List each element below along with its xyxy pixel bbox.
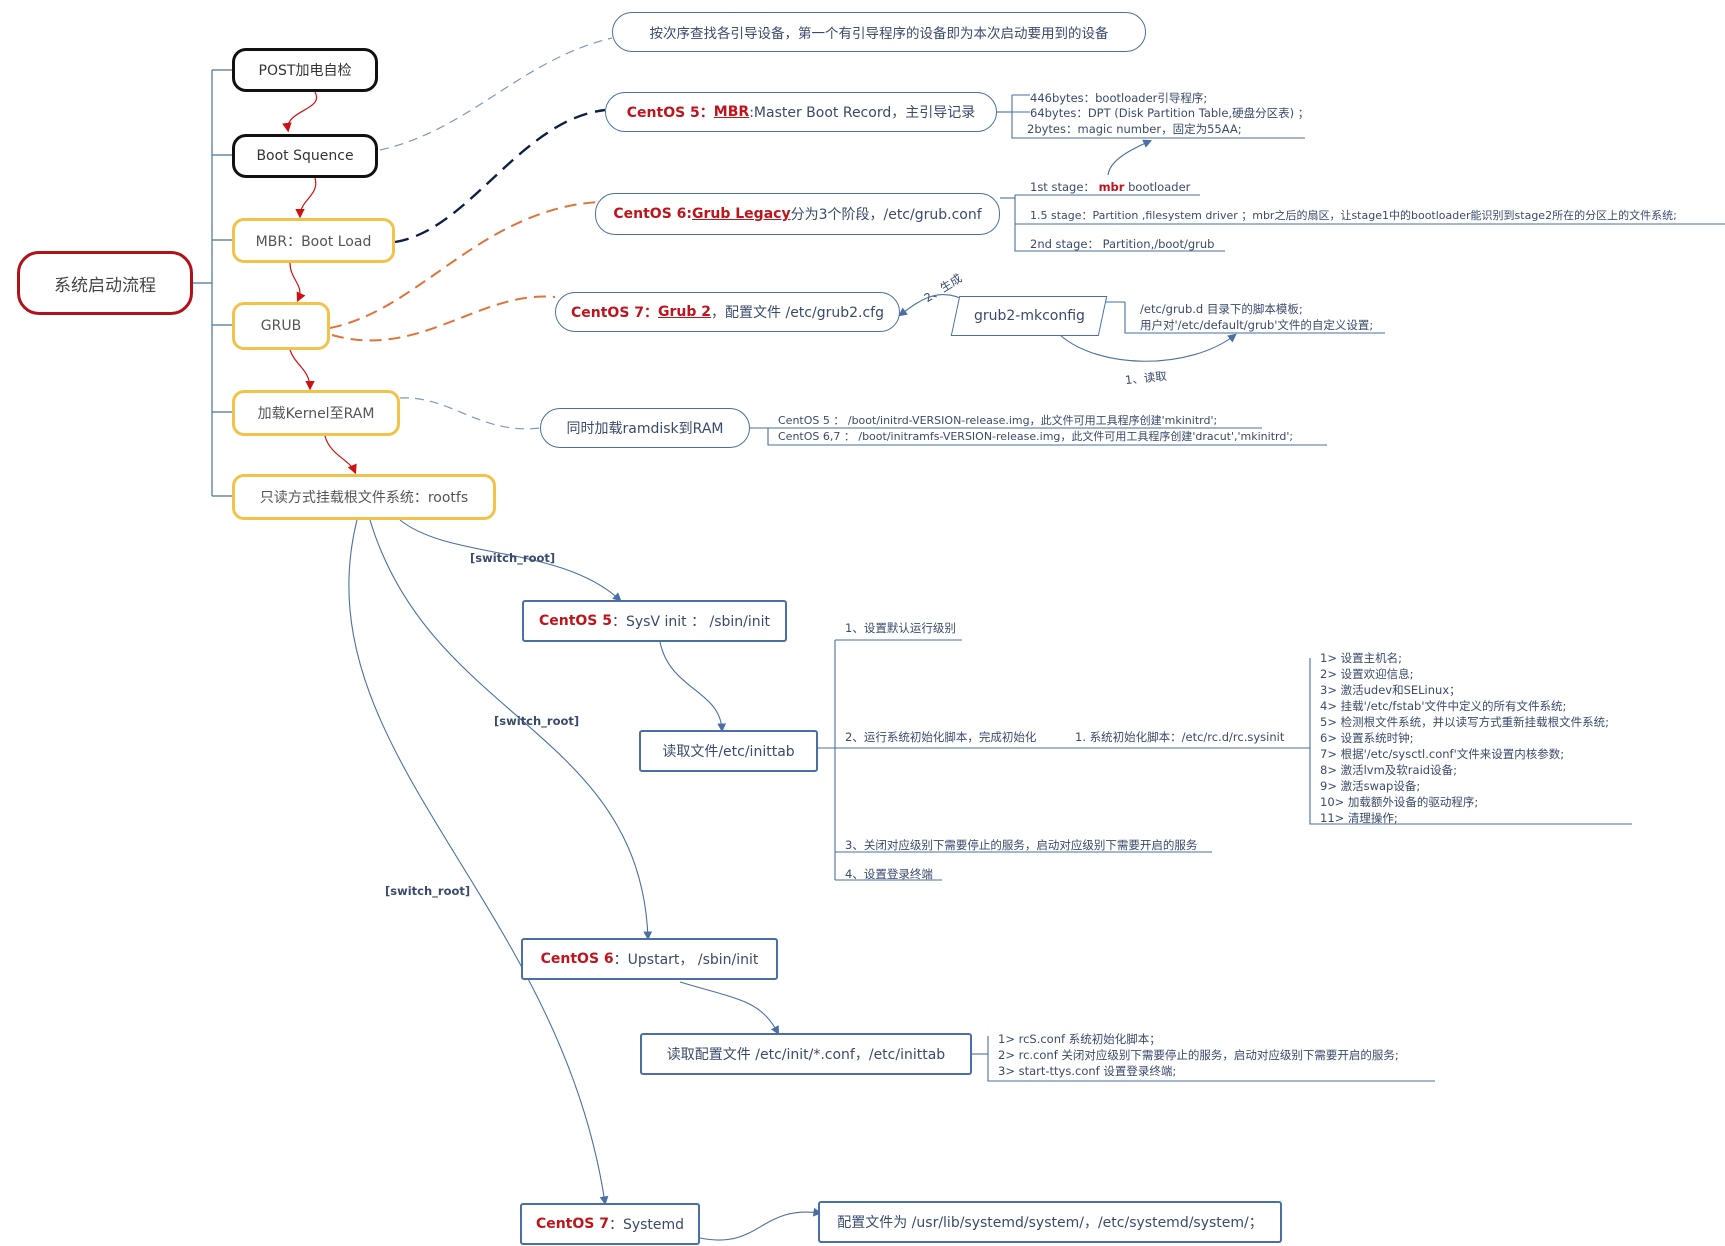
grub2-prefix: CentOS 7： <box>571 305 659 321</box>
grub-stage-1-5: 1.5 stage：Partition ,filesystem driver ；… <box>1030 209 1677 222</box>
grub-legacy-node[interactable]: CentOS 6: Grub Legacy 分为3个阶段，/etc/grub.c… <box>595 193 1000 235</box>
sysinit-step: 5> 检测根文件系统，并以读写方式重新挂载根文件系统; <box>1320 715 1609 729</box>
dashed-links <box>379 37 613 430</box>
centos6-conf-label: 读取配置文件 /etc/init/*.conf，/etc/inittab <box>666 1047 946 1063</box>
centos7-prefix: CentOS 7 <box>535 1216 609 1232</box>
sysinit-step: 3> 激活udev和SELinux； <box>1320 683 1461 697</box>
c5-step-3: 3、关闭对应级别下需要停止的服务，启动对应级别下需要开启的服务 <box>845 838 1198 852</box>
switch-root-label-c6: [switch_root] <box>494 714 580 728</box>
ramdisk-node[interactable]: 同时加载ramdisk到RAM <box>540 408 750 448</box>
c6-detail-3: 3> start-ttys.conf 设置登录终端; <box>998 1064 1177 1078</box>
grub-links <box>329 201 599 342</box>
stage-post-label: POST加电自检 <box>258 63 352 79</box>
centos7-conf-node[interactable]: 配置文件为 /usr/lib/systemd/system/，/etc/syst… <box>818 1201 1282 1243</box>
centos5-prefix: CentOS 5 <box>538 613 612 629</box>
centos6-upstart-node[interactable]: CentOS 6 ：Upstart， /sbin/init <box>521 938 778 980</box>
stage-mbr[interactable]: MBR：Boot Load <box>232 218 395 263</box>
root-label: 系统启动流程 <box>54 275 156 296</box>
stage-kernel[interactable]: 加载Kernel至RAM <box>232 390 400 436</box>
stage-grub[interactable]: GRUB <box>232 302 330 350</box>
stage-kernel-label: 加载Kernel至RAM <box>257 406 375 422</box>
ramdisk-detail-2: CentOS 6,7 ： /boot/initramfs-VERSION-rel… <box>778 430 1294 443</box>
c5-step-2: 2、运行系统初始化脚本，完成初始化 <box>845 730 1037 744</box>
mbr-node-key: MBR <box>713 104 750 120</box>
c6-detail-2: 2> rc.conf 关闭对应级别下需要停止的服务，启动对应级别下需要开启的服务… <box>998 1048 1399 1062</box>
mbr-node-prefix: CentOS 5： <box>626 105 714 121</box>
root-node[interactable]: 系统启动流程 <box>17 251 193 315</box>
centos5-inittab-node[interactable]: 读取文件/etc/inittab <box>639 730 818 772</box>
mkconfig-input-2: 用户对'/etc/default/grub'文件的自定义设置; <box>1140 318 1374 332</box>
stage-post[interactable]: POST加电自检 <box>232 48 378 92</box>
stage-grub-label: GRUB <box>260 318 302 334</box>
sysinit-step: 1> 设置主机名; <box>1320 651 1402 665</box>
c5-step-1: 1、设置默认运行级别 <box>845 621 956 635</box>
detail-brackets <box>750 94 1725 1082</box>
sysinit-step: 6> 设置系统时钟; <box>1320 731 1414 745</box>
mbr-node[interactable]: CentOS 5： MBR :Master Boot Record，主引导记录 <box>605 92 997 132</box>
mkconfig-input-1: /etc/grub.d 目录下的脚本模板; <box>1140 302 1303 316</box>
ramdisk-label: 同时加载ramdisk到RAM <box>566 421 724 437</box>
sequence-arrows <box>282 91 357 475</box>
sysinit-step: 10> 加载额外设备的驱动程序; <box>1320 795 1479 809</box>
stage-boot-sequence-label: Boot Squence <box>256 148 354 164</box>
grub-stage-1: 1st stage： mbr bootloader <box>1030 179 1190 195</box>
grub2-key: Grub 2 <box>658 304 712 320</box>
mbr-link <box>394 108 606 244</box>
grub-legacy-key: Grub Legacy <box>692 206 791 222</box>
switch-root-label-c5: [switch_root] <box>470 551 556 565</box>
stage-rootfs[interactable]: 只读方式挂载根文件系统：rootfs <box>232 474 496 520</box>
centos7-conf-label: 配置文件为 /usr/lib/systemd/system/，/etc/syst… <box>837 1215 1263 1231</box>
centos5-inittab-label: 读取文件/etc/inittab <box>662 744 795 760</box>
c6-detail-1: 1> rcS.conf 系统初始化脚本； <box>998 1032 1161 1046</box>
mbr-node-rest: :Master Boot Record，主引导记录 <box>749 105 976 121</box>
boot-sequence-note[interactable]: 按次序查找各引导设备，第一个有引导程序的设备即为本次启动要用到的设备 <box>612 12 1146 52</box>
sysinit-step: 11> 清理操作; <box>1320 811 1398 825</box>
stage-mbr-label: MBR：Boot Load <box>255 233 372 250</box>
switch-root-links <box>348 519 823 1241</box>
centos6-conf-node[interactable]: 读取配置文件 /etc/init/*.conf，/etc/inittab <box>640 1033 972 1075</box>
mbr-detail-2: 64bytes：DPT (Disk Partition Table,硬盘分区表)… <box>1030 106 1310 120</box>
grub-stage-1-key: mbr <box>1098 180 1125 194</box>
sysinit-step: 8> 激活lvm及软raid设备; <box>1320 763 1457 777</box>
centos6-prefix: CentOS 6 <box>540 951 614 967</box>
centos5-sysv-node[interactable]: CentOS 5 ：SysV init ： /sbin/init <box>522 600 787 642</box>
grub2-node[interactable]: CentOS 7： Grub 2 ，配置文件 /etc/grub2.cfg <box>555 292 900 332</box>
sysinit-step: 2> 设置欢迎信息; <box>1320 667 1414 681</box>
grub-stage-2: 2nd stage： Partition,/boot/grub <box>1030 237 1215 251</box>
sysinit-step: 7> 根据'/etc/sysctl.conf'文件来设置内核参数; <box>1320 747 1565 761</box>
grub2-mkconfig-node[interactable]: grub2-mkconfig <box>950 296 1108 336</box>
stage-rootfs-label: 只读方式挂载根文件系统：rootfs <box>259 490 469 506</box>
centos7-systemd-node[interactable]: CentOS 7 ：Systemd <box>520 1203 700 1245</box>
grub2-mkconfig-label: grub2-mkconfig <box>973 308 1085 324</box>
mbr-detail-3: 2bytes：magic number，固定为55AA; <box>1027 122 1242 136</box>
centos5-rest: ：SysV init ： /sbin/init <box>611 614 771 630</box>
grub2-rest: ，配置文件 /etc/grub2.cfg <box>711 305 884 321</box>
boot-sequence-note-text: 按次序查找各引导设备，第一个有引导程序的设备即为本次启动要用到的设备 <box>649 26 1109 42</box>
grub-legacy-rest: 分为3个阶段，/etc/grub.conf <box>790 207 982 223</box>
switch-root-label-c7: [switch_root] <box>385 884 471 898</box>
sysinit-step: 9> 激活swap设备; <box>1320 779 1421 793</box>
stage-boot-sequence[interactable]: Boot Squence <box>232 134 378 178</box>
c5-step-4: 4、设置登录终端 <box>845 867 933 881</box>
centos7-rest: ：Systemd <box>608 1217 685 1233</box>
grub-stage-1-rest: bootloader <box>1124 180 1191 194</box>
c5-step-2-sub: 1. 系统初始化脚本：/etc/rc.d/rc.sysinit <box>1075 730 1285 744</box>
grub-stage-1-prefix: 1st stage： <box>1030 180 1099 194</box>
centos6-rest: ：Upstart， /sbin/init <box>613 952 759 968</box>
root-trunk <box>193 69 232 497</box>
sysinit-step: 4> 挂载'/etc/fstab'文件中定义的所有文件系统; <box>1320 699 1567 713</box>
mbr-detail-1: 446bytes：bootloader引导程序; <box>1030 91 1208 105</box>
ramdisk-detail-1: CentOS 5 ： /boot/initrd-VERSION-release.… <box>778 414 1218 427</box>
grub-legacy-prefix: CentOS 6: <box>613 206 692 222</box>
